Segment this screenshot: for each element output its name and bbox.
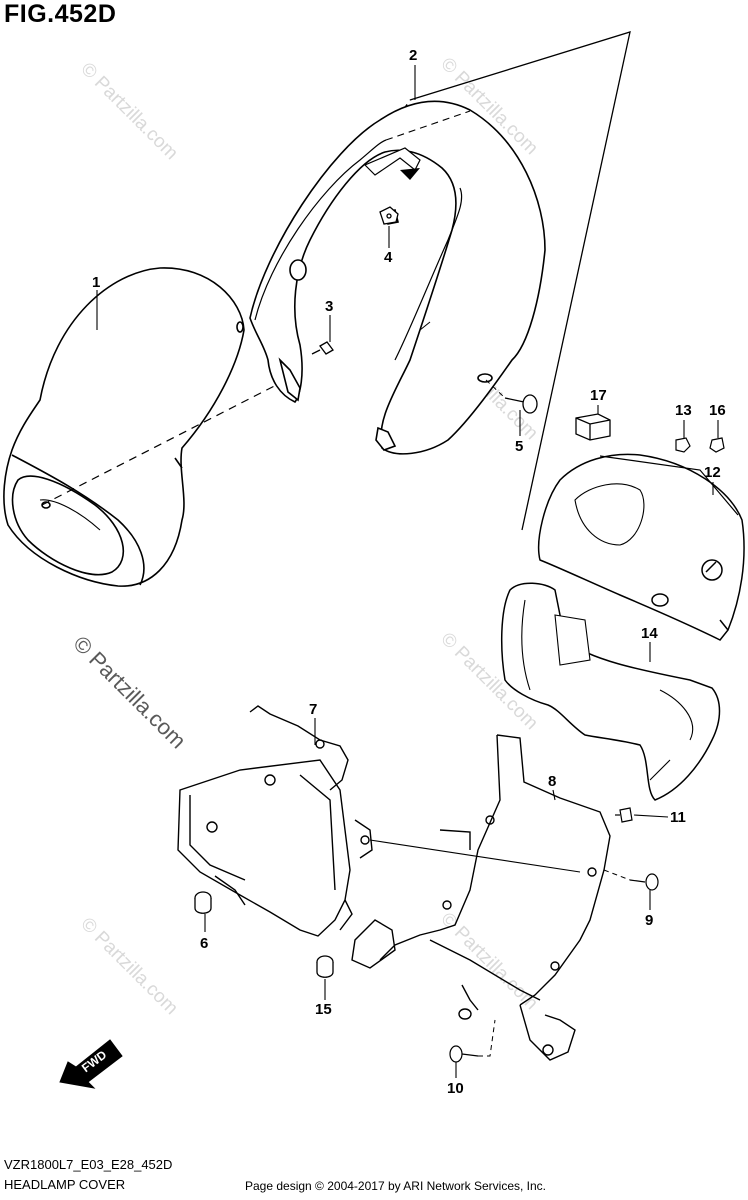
callout-17: 17 (590, 387, 607, 404)
assembly-line (478, 1019, 496, 1057)
part-6-grommet (194, 891, 212, 914)
part-11-collar (615, 807, 633, 823)
callout-4: 4 (384, 249, 393, 266)
watermark: © Partzilla.com (76, 59, 181, 164)
part-17-cushion (575, 413, 611, 441)
callout-10: 10 (447, 1080, 464, 1097)
assembly-line (385, 110, 471, 141)
part-12-inner-cover (537, 453, 745, 641)
assembly-line (369, 839, 581, 873)
callout-15: 15 (315, 1001, 332, 1018)
watermark: © Partzilla.com (76, 914, 181, 1019)
callout-6: 6 (200, 935, 208, 952)
callout-11: 11 (670, 809, 686, 826)
part-3-screw (311, 341, 334, 355)
model-code: VZR1800L7_E03_E28_452D (4, 1157, 173, 1172)
part-9-bolt (629, 873, 659, 891)
part-14-inner-panel (500, 582, 721, 801)
callout-7: 7 (309, 701, 317, 718)
leader-lines (96, 65, 719, 1078)
assembly-line (41, 377, 291, 506)
copyright-credit: Page design © 2004-2017 by ARI Network S… (245, 1179, 547, 1193)
part-10-bolt (449, 1045, 479, 1063)
part-16-clip (709, 437, 725, 453)
watermark: © Partzilla.com (436, 909, 541, 1014)
callout-labels: 1 2 3 4 5 6 7 8 9 10 11 12 13 14 15 16 1… (92, 47, 726, 1097)
fwd-direction-arrow: FWD (59, 1039, 123, 1089)
callout-2: 2 (409, 47, 417, 64)
part-13-nut (675, 437, 691, 453)
callout-8: 8 (548, 773, 556, 790)
part-5-bolt (504, 394, 538, 414)
figure-title: FIG.452D (4, 0, 117, 28)
callout-16: 16 (709, 402, 726, 419)
part-15-grommet (316, 955, 334, 978)
callout-1: 1 (92, 274, 100, 291)
callout-5: 5 (515, 438, 523, 455)
part-7-bracket (177, 705, 373, 937)
callout-13: 13 (675, 402, 692, 419)
callout-14: 14 (641, 625, 658, 642)
part-8-main-bracket (351, 734, 611, 1061)
watermark-large: © Partzilla.com (68, 631, 191, 754)
callout-12: 12 (704, 464, 721, 481)
assembly-line (603, 869, 631, 881)
part-4-clip (379, 206, 399, 225)
part-1-headlamp-housing (3, 267, 245, 587)
callout-3: 3 (325, 298, 333, 315)
assembly-line (485, 379, 506, 399)
section-name: HEADLAMP COVER (4, 1177, 126, 1192)
callout-9: 9 (645, 912, 653, 929)
